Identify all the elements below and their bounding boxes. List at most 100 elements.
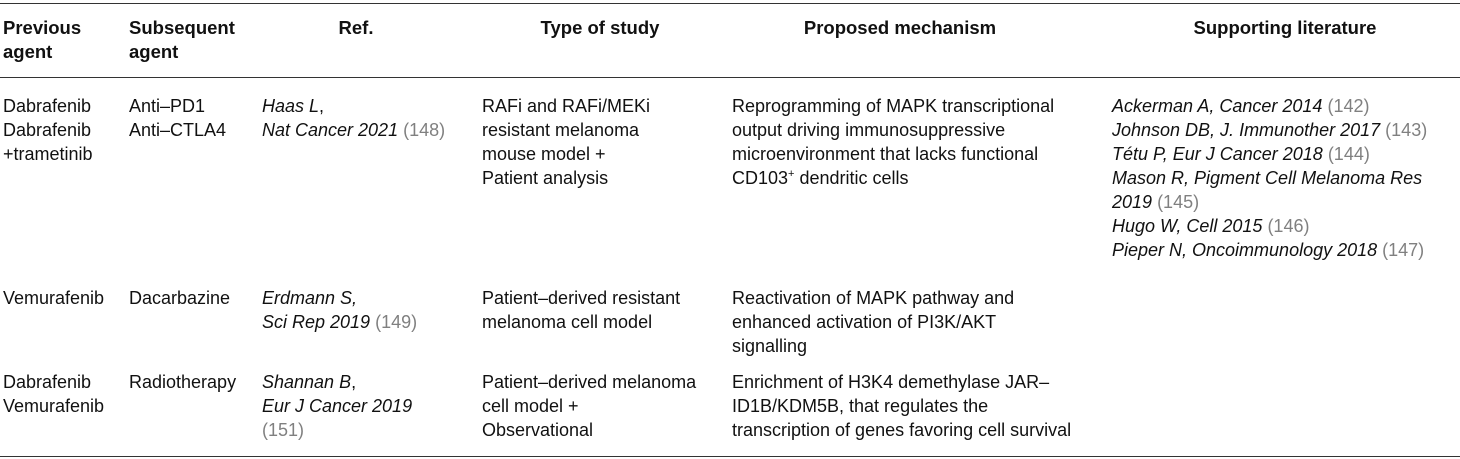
citation-text: Pieper N, Oncoimmunology 2018 bbox=[1112, 240, 1378, 260]
row3-subsequent-agent: Radiotherapy bbox=[129, 370, 236, 394]
header-previous-agent: Previous agent bbox=[3, 16, 81, 64]
cell-text: dendritic cells bbox=[794, 168, 909, 188]
citation-text: Tétu P, Eur J Cancer 2018 bbox=[1112, 144, 1323, 164]
citation-text: Ackerman A, Cancer 2014 bbox=[1112, 96, 1323, 116]
cell-line: ID1B/KDM5B, that regulates the bbox=[732, 396, 989, 416]
header-text: Proposed mechanism bbox=[803, 17, 997, 38]
cell-line: Patient–derived resistant bbox=[482, 288, 681, 308]
cell-line: melanoma cell model bbox=[482, 312, 653, 332]
cell-line: Radiotherapy bbox=[129, 372, 237, 392]
row2-mechanism: Reactivation of MAPK pathway and enhance… bbox=[732, 286, 1014, 358]
cell-line: output driving immunosuppressive bbox=[732, 120, 1006, 140]
cell-line: Shannan B, bbox=[262, 370, 412, 394]
cell-line: cell model + bbox=[482, 396, 579, 416]
cell-line: transcription of genes favoring cell sur… bbox=[732, 420, 1072, 440]
literature-item: Hugo W, Cell 2015 (146) bbox=[1112, 214, 1427, 238]
reference-number[interactable]: (149) bbox=[375, 312, 418, 332]
cell-line: Reprogramming of MAPK transcriptional bbox=[732, 96, 1055, 116]
cell-line: microenvironment that lacks functional bbox=[732, 144, 1039, 164]
row1-subsequent-agent: Anti–PD1 Anti–CTLA4 bbox=[129, 94, 226, 142]
cell-line: Patient analysis bbox=[482, 168, 609, 188]
citation-text: Mason R, Pigment Cell Melanoma Res bbox=[1112, 168, 1423, 188]
reference-number[interactable]: (146) bbox=[1267, 216, 1310, 236]
citation-text: Johnson DB, J. Immunother 2017 bbox=[1112, 120, 1381, 140]
journal-text: Nat Cancer 2021 bbox=[262, 120, 399, 140]
header-text: agent bbox=[3, 41, 53, 62]
row3-ref: Shannan B, Eur J Cancer 2019 (151) bbox=[262, 370, 412, 442]
cell-line: Observational bbox=[482, 420, 594, 440]
row2-type-of-study: Patient–derived resistant melanoma cell … bbox=[482, 286, 680, 334]
reference-number[interactable]: (143) bbox=[1385, 120, 1428, 140]
author-text: Erdmann S, bbox=[262, 288, 358, 308]
punctuation: , bbox=[319, 96, 325, 116]
header-supporting-literature: Supporting literature bbox=[1150, 16, 1420, 40]
journal-text: Sci Rep 2019 bbox=[262, 312, 371, 332]
punctuation: , bbox=[351, 372, 357, 392]
cell-line: Haas L, bbox=[262, 94, 445, 118]
reference-number[interactable]: (142) bbox=[1327, 96, 1370, 116]
cell-line: Nat Cancer 2021 (148) bbox=[262, 118, 445, 142]
reference-number[interactable]: (151) bbox=[262, 420, 305, 440]
cell-line: Dabrafenib bbox=[3, 120, 92, 140]
cell-line: resistant melanoma bbox=[482, 120, 640, 140]
cell-line: signalling bbox=[732, 336, 808, 356]
row1-previous-agent: Dabrafenib Dabrafenib +trametinib bbox=[3, 94, 93, 166]
cell-line: RAFi and RAFi/MEKi bbox=[482, 96, 651, 116]
literature-item: Tétu P, Eur J Cancer 2018 (144) bbox=[1112, 142, 1427, 166]
reference-number[interactable]: (144) bbox=[1327, 144, 1370, 164]
header-text: Type of study bbox=[540, 17, 660, 38]
row2-subsequent-agent: Dacarbazine bbox=[129, 286, 230, 310]
header-ref: Ref. bbox=[306, 16, 406, 40]
header-type-of-study: Type of study bbox=[500, 16, 700, 40]
cell-line: Dabrafenib bbox=[3, 96, 92, 116]
journal-text: Eur J Cancer 2019 bbox=[262, 396, 413, 416]
row3-previous-agent: Dabrafenib Vemurafenib bbox=[3, 370, 104, 418]
row3-mechanism: Enrichment of H3K4 demethylase JAR– ID1B… bbox=[732, 370, 1071, 442]
header-proposed-mechanism: Proposed mechanism bbox=[770, 16, 1030, 40]
header-text: Subsequent bbox=[129, 17, 235, 38]
literature-item: Johnson DB, J. Immunother 2017 (143) bbox=[1112, 118, 1427, 142]
cell-line: Vemurafenib bbox=[3, 288, 105, 308]
author-text: Haas L bbox=[262, 96, 320, 116]
table-bottom-rule bbox=[0, 456, 1460, 457]
cell-line: Anti–PD1 bbox=[129, 96, 206, 116]
cell-line: +trametinib bbox=[3, 144, 93, 164]
row2-previous-agent: Vemurafenib bbox=[3, 286, 104, 310]
table-header-rule bbox=[0, 77, 1460, 78]
author-text: Shannan B bbox=[262, 372, 352, 392]
literature-item: Ackerman A, Cancer 2014 (142) bbox=[1112, 94, 1427, 118]
row1-supporting-literature: Ackerman A, Cancer 2014 (142) Johnson DB… bbox=[1112, 94, 1427, 262]
header-text: Previous bbox=[3, 17, 82, 38]
literature-item: 2019 (145) bbox=[1112, 190, 1427, 214]
header-text: agent bbox=[129, 41, 179, 62]
cell-line: Vemurafenib bbox=[3, 396, 105, 416]
literature-item: Pieper N, Oncoimmunology 2018 (147) bbox=[1112, 238, 1427, 262]
literature-item: Mason R, Pigment Cell Melanoma Res bbox=[1112, 166, 1427, 190]
header-text: Ref. bbox=[338, 17, 374, 38]
row2-ref: Erdmann S, Sci Rep 2019 (149) bbox=[262, 286, 417, 334]
reference-number[interactable]: (147) bbox=[1382, 240, 1425, 260]
header-subsequent-agent: Subsequent agent bbox=[129, 16, 235, 64]
cell-line: Anti–CTLA4 bbox=[129, 120, 227, 140]
reference-number[interactable]: (145) bbox=[1157, 192, 1200, 212]
cell-line: Reactivation of MAPK pathway and bbox=[732, 288, 1015, 308]
row3-type-of-study: Patient–derived melanoma cell model + Ob… bbox=[482, 370, 696, 442]
cell-line: mouse model + bbox=[482, 144, 606, 164]
cell-line: Dabrafenib bbox=[3, 372, 92, 392]
table-top-rule bbox=[0, 3, 1460, 4]
cell-line: Sci Rep 2019 (149) bbox=[262, 310, 417, 334]
header-text: Supporting literature bbox=[1193, 17, 1377, 38]
row1-ref: Haas L, Nat Cancer 2021 (148) bbox=[262, 94, 445, 142]
cell-line: Enrichment of H3K4 demethylase JAR– bbox=[732, 372, 1050, 392]
marker-text: CD103 bbox=[732, 168, 789, 188]
cell-line: Patient–derived melanoma bbox=[482, 372, 697, 392]
cell-line: CD103+ dendritic cells bbox=[732, 166, 1054, 190]
row1-mechanism: Reprogramming of MAPK transcriptional ou… bbox=[732, 94, 1054, 190]
citation-text: Hugo W, Cell 2015 bbox=[1112, 216, 1263, 236]
citation-text: 2019 bbox=[1112, 192, 1153, 212]
row1-type-of-study: RAFi and RAFi/MEKi resistant melanoma mo… bbox=[482, 94, 650, 190]
cell-line: Dacarbazine bbox=[129, 288, 231, 308]
superscript: + bbox=[788, 168, 795, 180]
reference-number[interactable]: (148) bbox=[403, 120, 446, 140]
